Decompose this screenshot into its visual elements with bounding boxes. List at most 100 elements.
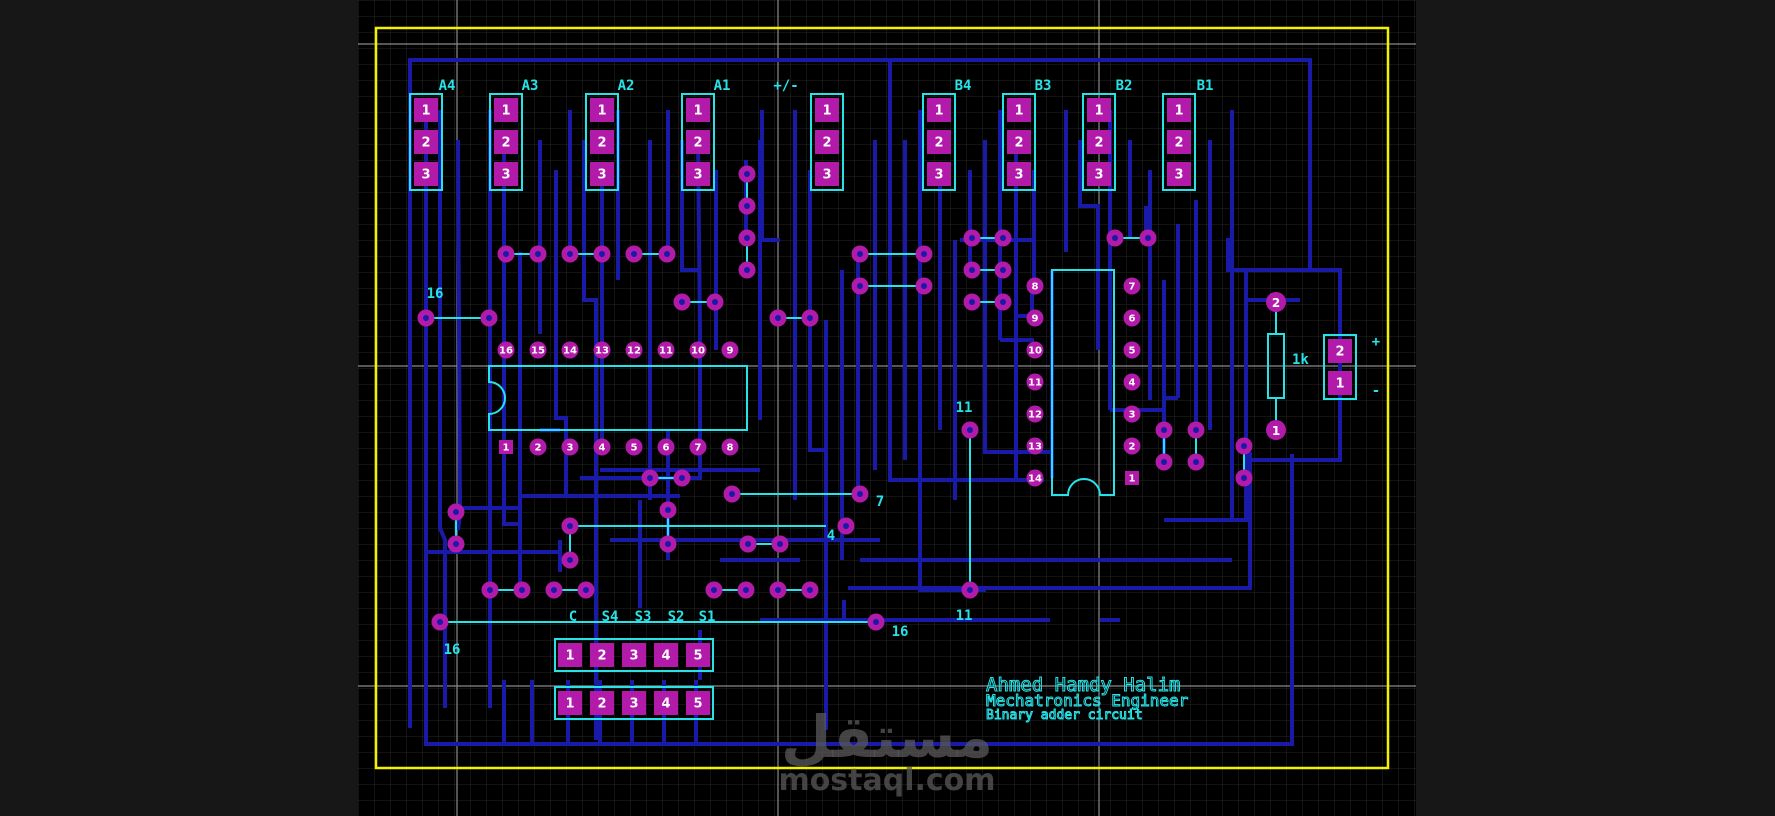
via-hole [1000,267,1006,273]
ic-pin-number: 15 [531,346,545,357]
connector-pin [1167,162,1191,186]
ic-pin-pad [689,438,707,456]
via-hole [567,557,573,563]
connector-pin [414,162,438,186]
ic-pin-pad [593,341,611,359]
ic-pin-number: 3 [1129,410,1136,421]
output-header-outline [554,686,714,720]
connector-pin-number: 3 [1174,168,1183,183]
output-header-pin-number: 1 [565,697,574,712]
bottom-trace [502,140,522,590]
connector-pin-number: 2 [1174,136,1183,151]
output-header-pin-number: 4 [661,649,670,664]
connector-pin [1167,130,1191,154]
ic-pin-number: 7 [1129,282,1136,293]
via-hole [712,299,718,305]
ic-pin-number: 1 [503,443,510,454]
ic-pin-number: 5 [631,443,638,454]
via-hole [679,299,685,305]
ic-pin-number: 13 [1028,442,1042,453]
bottom-trace [1244,268,1342,462]
project-name: Binary adder circuit [986,708,1143,723]
via-hole [857,283,863,289]
ic-pin-number: 4 [1129,378,1136,389]
ic-pin-pad [1026,373,1044,391]
output-label: S3 [635,609,652,625]
via-hole [729,491,735,497]
bottom-trace [408,58,1312,728]
ic-pin-number: 13 [595,346,609,357]
output-header-pin-number: 1 [565,649,574,664]
connector-pin [590,162,614,186]
ic-pin-number: 12 [627,346,641,357]
ic-pin-pad [625,341,643,359]
via-hole [631,251,637,257]
ic-pin-pad [625,438,643,456]
ic-pin-number: 9 [727,346,734,357]
via-hole [744,171,750,177]
connector-label: B1 [1197,78,1214,94]
via-hole [777,541,783,547]
via-hole [647,475,653,481]
ic-pin-number: 10 [1028,346,1042,357]
via-hole [1145,235,1151,241]
connector-pin-number: 2 [693,136,702,151]
connector-label: +/- [773,78,798,94]
ic-pin-number: 12 [1028,410,1042,421]
power-connector-pin [1328,339,1352,363]
connector-pin [1167,98,1191,122]
ic-pin-number: 1 [1129,474,1136,485]
connector-pin [414,98,438,122]
connector-pin-number: 1 [693,104,702,119]
bottom-trace [760,110,780,242]
ic-pin-pad [1123,373,1141,391]
ic-pin-pad [1123,341,1141,359]
via-hole [743,587,749,593]
connector-label: A2 [618,78,635,94]
connector-outline-B2 [1082,93,1116,191]
via-hole [967,587,973,593]
connector-pin [686,162,710,186]
ic-pin-pad [657,341,675,359]
net-label: 16 [444,642,461,658]
connector-pin-number: 2 [597,136,606,151]
via-hole [745,541,751,547]
connector-pin [686,130,710,154]
net-label: 16 [892,624,909,640]
watermark: مستقل mostaql.com [778,703,995,798]
via-hole [665,507,671,513]
bottom-trace [456,139,463,531]
ic-pin-pad [561,341,579,359]
ic-pin-number: 10 [691,346,705,357]
ic-pin-pad [1123,277,1141,295]
ic-pin-pad [529,341,547,359]
ic-pin-pad [1123,437,1141,455]
ic-pin-pad [721,341,739,359]
via-hole [453,509,459,515]
output-header-pin-number: 3 [629,697,638,712]
connector-outline-B3 [1002,93,1036,191]
connector-pin [494,98,518,122]
connector-pin-number: 2 [1014,136,1023,151]
watermark-url: mostaql.com [778,763,995,798]
output-label: C [569,609,577,625]
output-header-pin [590,643,614,667]
connector-pin [1007,130,1031,154]
ic-pin-number: 6 [663,443,670,454]
connector-pin-number: 3 [822,168,831,183]
title-block: Ahmed Hamdy Halim Mechatronics Engineer … [986,674,1190,724]
via-hole [583,587,589,593]
ic-pin-pad [1026,309,1044,327]
connector-pin-number: 3 [1094,168,1103,183]
resistor-pin-number: 2 [1272,296,1280,310]
connector-pin [494,162,518,186]
net-label: 16 [427,286,444,302]
via-hole [567,523,573,529]
connector-pin-number: 1 [1174,104,1183,119]
connector-pin [815,98,839,122]
ic-pin-pad [1123,309,1141,327]
via-hole [503,251,509,257]
connector-outline-A3 [489,93,523,191]
output-header-pin [686,691,710,715]
connector-label: B3 [1035,78,1052,94]
